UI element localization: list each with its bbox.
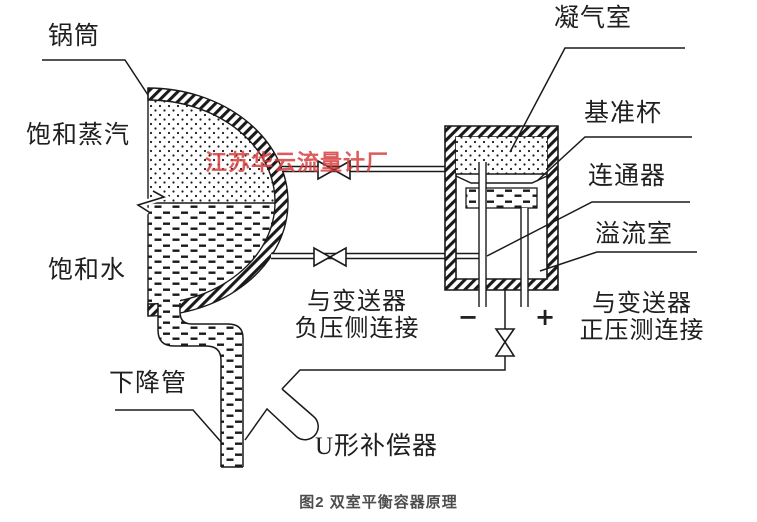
water-space (148, 203, 275, 305)
water-valve-icon (313, 246, 347, 268)
boiler-drum (130, 87, 289, 317)
plus-sign: + (535, 303, 556, 331)
leader-downcomer (115, 409, 223, 444)
leader-overflow-chamber (539, 251, 697, 272)
label-transmitter-negative-line1: 与变送器 (307, 289, 407, 315)
drain-valve-icon (494, 328, 516, 357)
label-downcomer: 下降管 (109, 370, 188, 397)
label-transmitter-positive-line2: 正压测连接 (579, 318, 705, 344)
cup-rim (455, 175, 548, 184)
reference-cup-region (465, 187, 538, 209)
label-transmitter-positive-line1: 与变送器 (592, 291, 692, 317)
label-connector: 连通器 (588, 163, 667, 190)
vessel-tubes (478, 162, 529, 307)
label-overflow-chamber: 溢流室 (595, 221, 674, 248)
break-mark (136, 190, 167, 213)
steam-pipe (282, 159, 456, 181)
leader-connector (486, 201, 690, 257)
steam-space (148, 100, 276, 203)
label-drum: 锅筒 (48, 23, 101, 50)
label-transmitter-negative-line2: 负压侧连接 (294, 316, 420, 342)
label-saturated-steam: 饱和蒸汽 (26, 122, 131, 149)
label-condensing-chamber: 凝气室 (554, 5, 633, 32)
downcomer-pipe (157, 299, 244, 468)
leader-condensing-chamber (509, 47, 685, 153)
u-compensator-pipe (244, 388, 319, 441)
leader-drum (42, 59, 149, 96)
condensing-chamber-region (456, 137, 547, 174)
label-u-compensator: U形补偿器 (315, 433, 439, 460)
label-reference-cup: 基准杯 (584, 100, 663, 127)
steam-valve-icon (317, 159, 351, 181)
drain-line (244, 290, 516, 441)
label-transmitter-positive: 与变送器 正压测连接 (560, 291, 724, 345)
balance-vessel (444, 125, 559, 291)
leader-reference-cup (536, 136, 692, 182)
watermark-text: 江苏华云流量计厂 (205, 150, 390, 175)
minus-sign: − (458, 303, 479, 331)
leader-lines (42, 47, 697, 444)
figure-caption: 图2 双室平衡容器原理 (299, 494, 458, 511)
label-saturated-water: 饱和水 (48, 257, 127, 284)
label-transmitter-negative: 与变送器 负压侧连接 (275, 289, 439, 343)
